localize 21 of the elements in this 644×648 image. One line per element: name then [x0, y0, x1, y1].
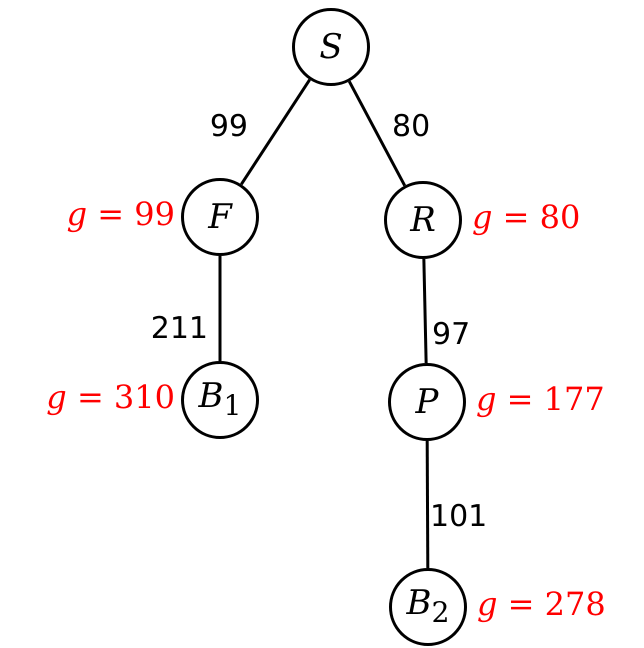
cost-annotation: g = 80: [472, 200, 580, 236]
edge-label: 99: [210, 110, 248, 143]
node-label: S: [319, 30, 343, 64]
node-label: F: [208, 200, 232, 234]
edge-label: 101: [430, 500, 488, 533]
edge-label: 211: [150, 312, 208, 345]
cost-annotation: g = 310: [46, 380, 175, 416]
edge-label: 80: [392, 110, 430, 143]
cost-annotation: g = 99: [66, 197, 175, 232]
connector-line: [240, 78, 311, 186]
connector-line: [426, 441, 430, 568]
connector-line: [218, 256, 222, 361]
node-label: P: [416, 385, 438, 419]
connector-line: [422, 258, 428, 364]
node-label: B$_{1}$: [198, 379, 242, 421]
edge-label: 97: [432, 318, 470, 351]
node-label: R: [410, 203, 436, 237]
node-label: B$_{2}$: [406, 586, 450, 628]
cost-annotation: g = 177: [476, 382, 605, 418]
cost-annotation: g = 278: [477, 587, 606, 622]
connector-line: [348, 80, 406, 186]
